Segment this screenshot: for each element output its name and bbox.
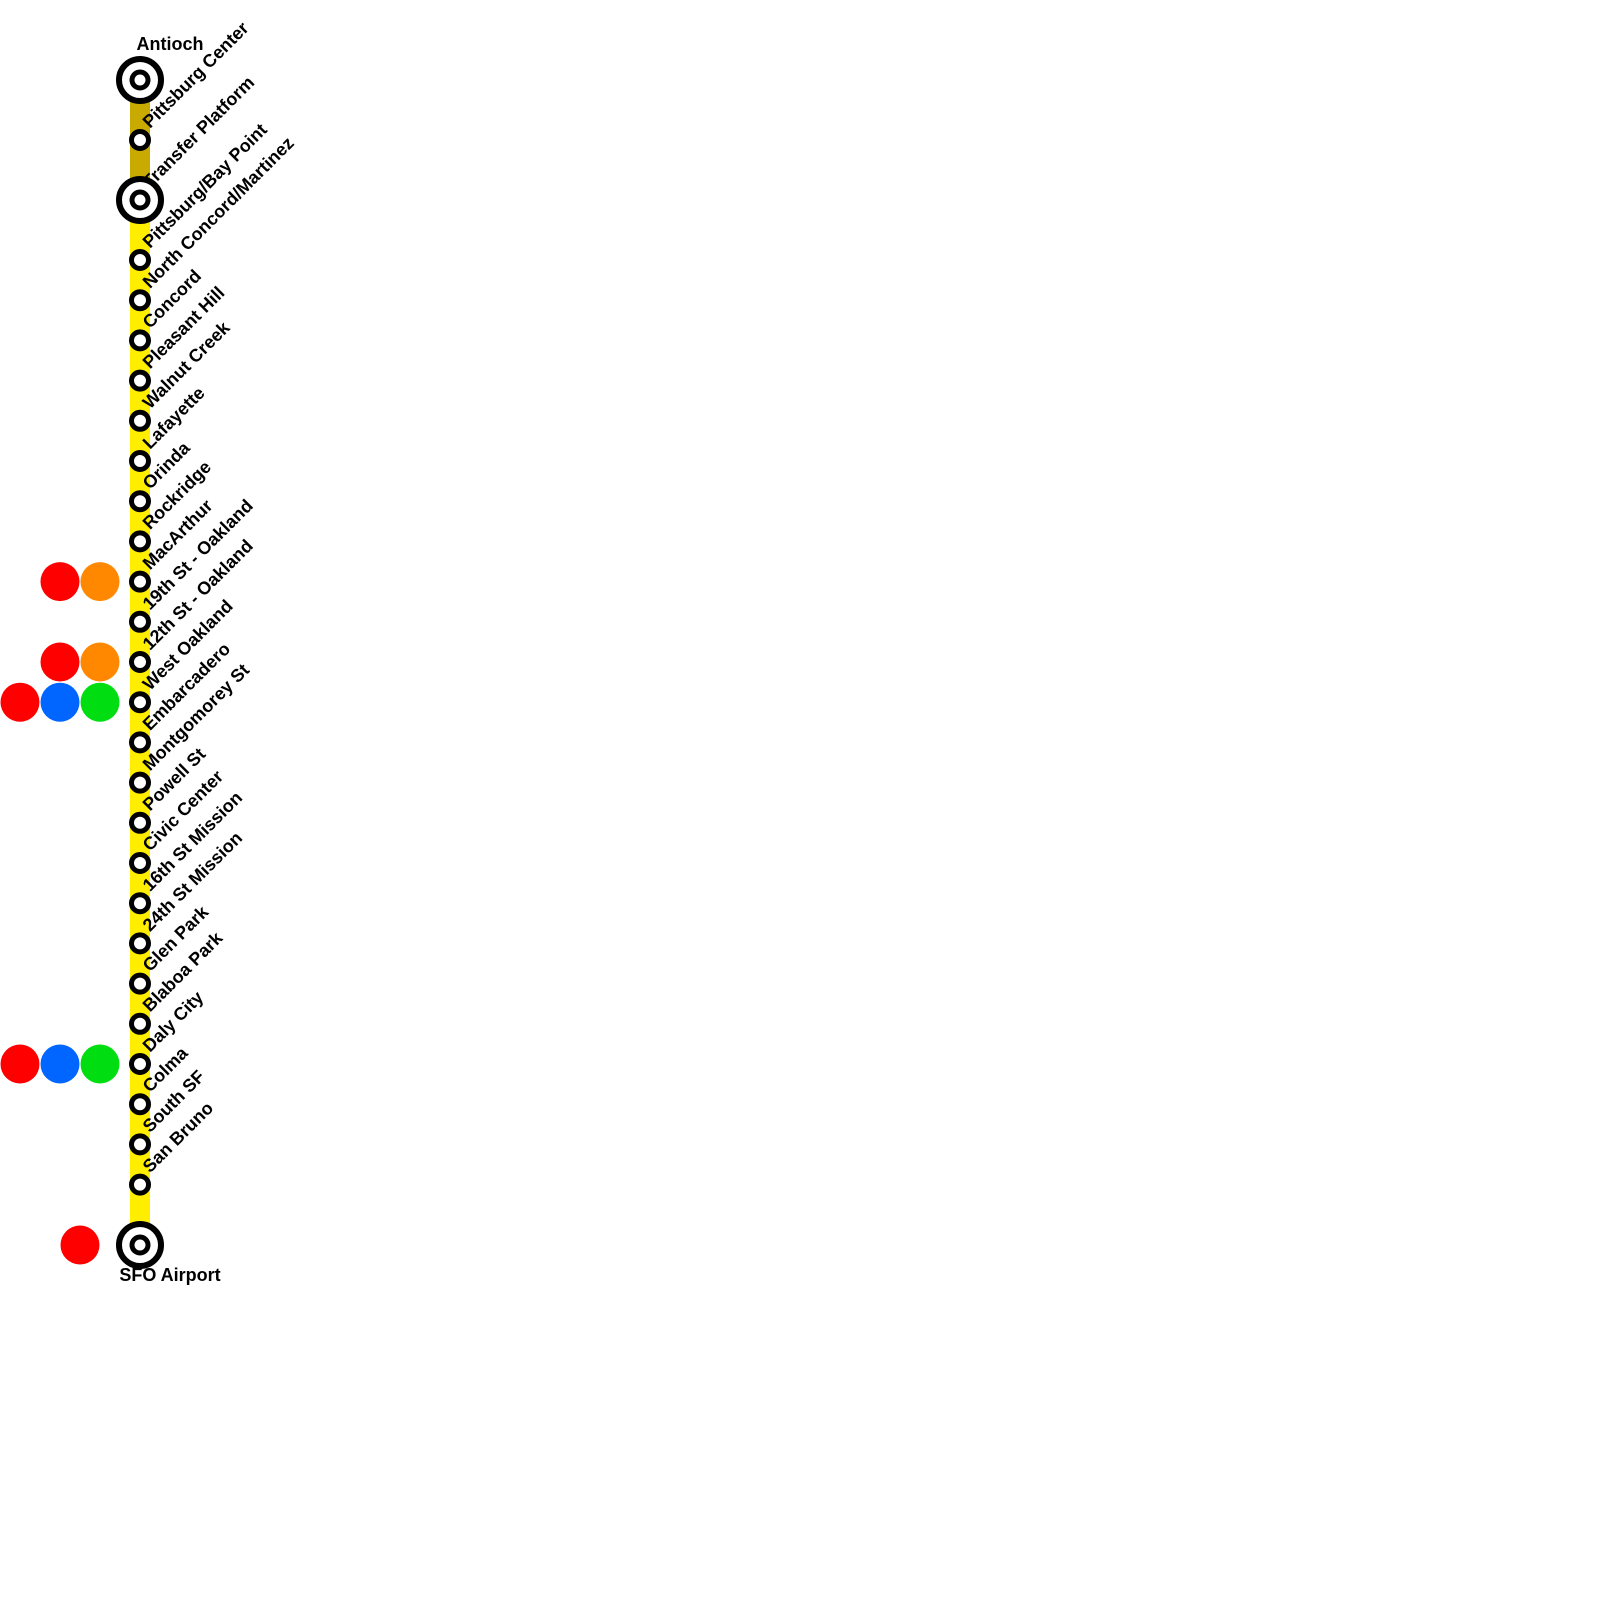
terminal-stop-inner-ring (129, 69, 151, 91)
station-stop (129, 972, 151, 995)
transfer-dot-orange (80, 642, 120, 682)
transfer-dot-red (0, 682, 40, 722)
station-stop (129, 771, 151, 794)
station-stop (129, 811, 151, 834)
station-stops (116, 56, 164, 1269)
terminal-stop-inner-ring (129, 1234, 151, 1256)
transfer-dot-red (0, 1044, 40, 1084)
station-stop (129, 1012, 151, 1035)
station-stop (129, 490, 151, 513)
station-stop (129, 249, 151, 271)
station-stop (129, 1133, 151, 1156)
station-stop (129, 369, 151, 392)
station-stop (129, 892, 151, 915)
terminal-stop-inner-ring (129, 189, 151, 211)
station-stop (129, 1053, 151, 1075)
station-stop (129, 852, 151, 874)
station-stop (129, 651, 151, 673)
station-stop (129, 289, 151, 312)
terminal-label-north: Antioch (137, 34, 204, 54)
transfer-dot-blue (40, 682, 80, 722)
transfer-dot-red (40, 642, 80, 682)
transfer-dot-orange (80, 562, 120, 602)
station-stop (129, 731, 151, 754)
station-stop (129, 610, 151, 633)
transfer-indicators (0, 562, 120, 1265)
station-stop (129, 691, 151, 714)
transfer-dot-green (80, 682, 120, 722)
station-stop (129, 1173, 151, 1196)
station-stop (129, 570, 151, 593)
station-stop (129, 409, 151, 432)
transfer-dot-red (60, 1225, 100, 1265)
transfer-dot-red (40, 562, 80, 602)
terminal-label-south: SFO Airport (119, 1265, 220, 1285)
station-stop (129, 530, 151, 553)
station-stop (129, 1093, 151, 1116)
station-stop (129, 450, 151, 472)
station-stop (129, 329, 151, 352)
station-stop (129, 129, 151, 151)
transfer-dot-blue (40, 1044, 80, 1084)
transfer-dot-green (80, 1044, 120, 1084)
station-stop (129, 932, 151, 955)
